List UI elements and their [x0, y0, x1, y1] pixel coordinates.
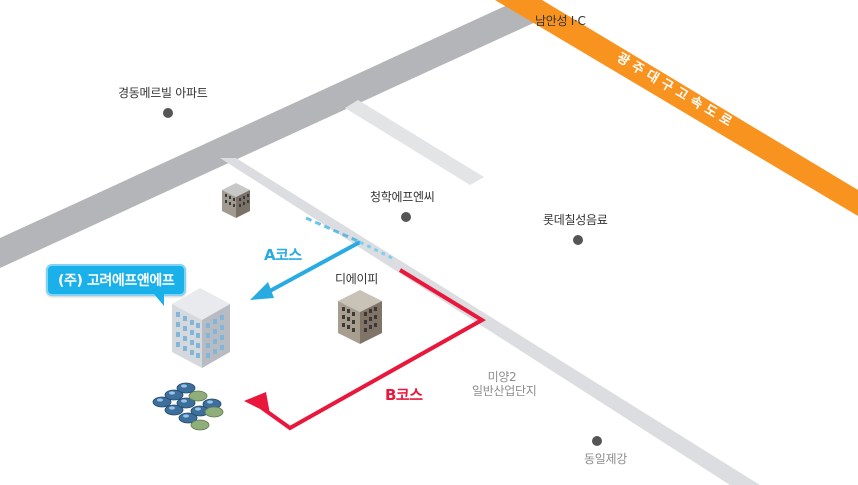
- landmark-dot-lotte: [573, 235, 583, 245]
- route-a-label: A코스: [264, 246, 302, 264]
- expressway: [495, 0, 858, 216]
- industrial-complex-line2: 일반산업단지: [472, 384, 537, 398]
- building-icon-destination: [172, 288, 230, 368]
- building-icon-small: [222, 183, 250, 218]
- landmark-label-dongil: 동일제강: [584, 452, 627, 466]
- callout-tail: [154, 294, 164, 306]
- secondary-road-1: [220, 158, 760, 485]
- route-a: [250, 216, 393, 300]
- industrial-complex-label: 미양2 일반산업단지: [472, 370, 537, 398]
- landmark-label-kyungdong: 경동메르빌 아파트: [118, 86, 208, 100]
- landmark-dot-dongil: [592, 436, 602, 446]
- parking-lot-cars: [152, 382, 224, 431]
- landmark-label-lotte: 롯데칠성음료: [543, 213, 608, 227]
- interchange-label: 남안성 I·C: [535, 14, 586, 28]
- landmark-label-chunghak: 청학에프엔씨: [370, 190, 435, 204]
- secondary-road-2: [345, 100, 484, 185]
- route-b-label: B코스: [385, 386, 423, 404]
- landmark-dot-kyungdong: [163, 108, 173, 118]
- destination-callout: (주) 고려에프앤에프: [46, 264, 187, 306]
- route-b: [244, 268, 486, 431]
- building-label-dap: 디에이피: [335, 272, 378, 286]
- destination-name: (주) 고려에프앤에프: [46, 264, 187, 296]
- expressway-name: 광주대구고속도로: [614, 51, 739, 133]
- landmark-dot-chunghak: [401, 212, 411, 222]
- industrial-complex-line1: 미양2: [487, 370, 517, 384]
- building-icon-dap: [338, 290, 382, 344]
- main-road: [0, 0, 540, 268]
- route-a-arrowhead: [250, 282, 274, 300]
